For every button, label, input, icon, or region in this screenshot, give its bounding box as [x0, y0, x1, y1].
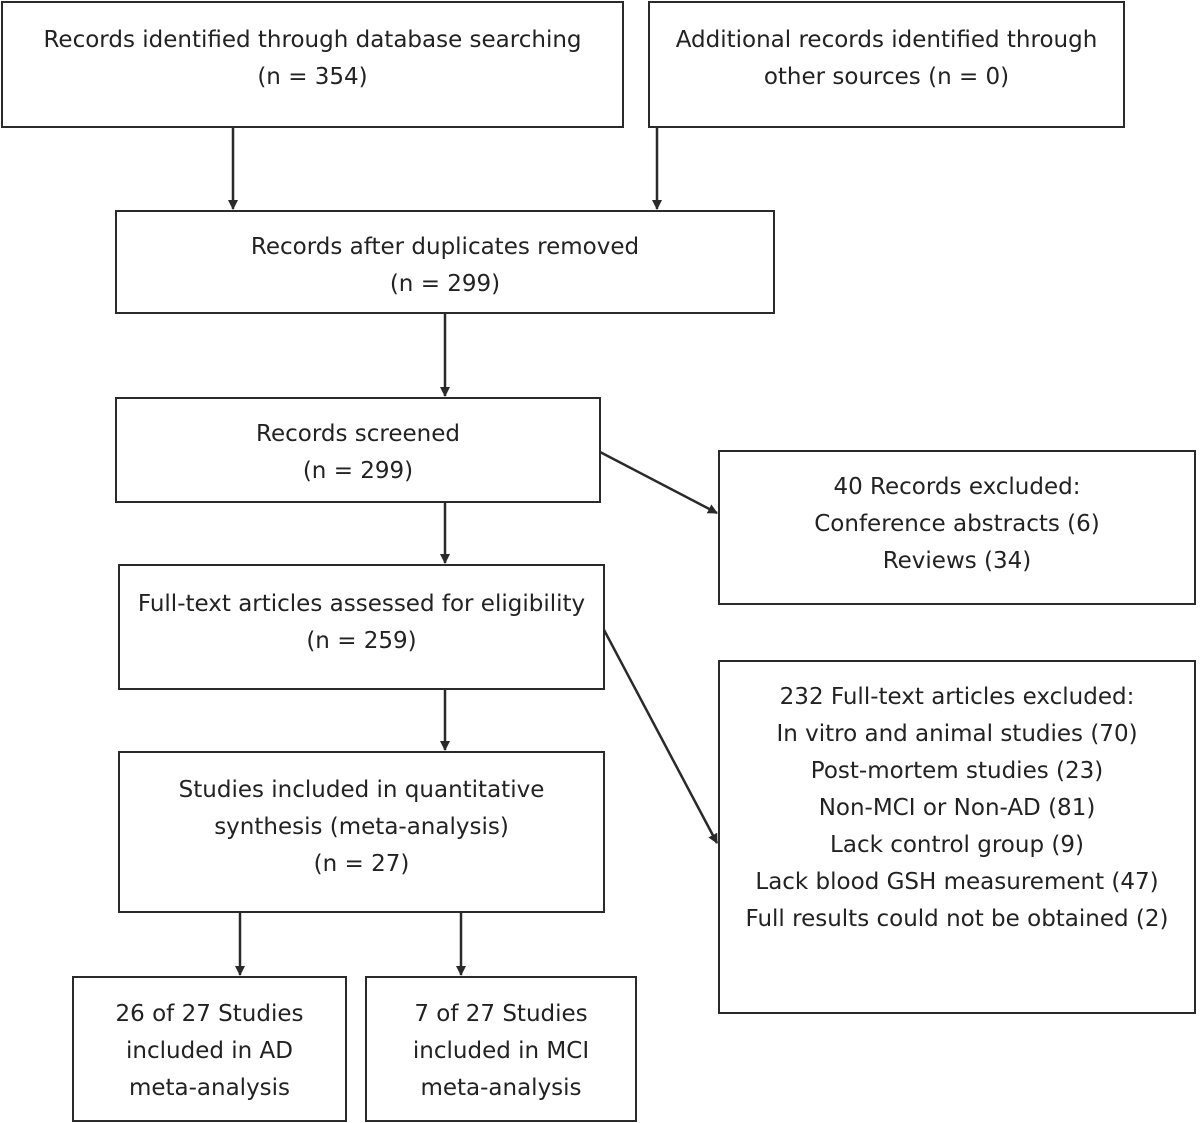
fulltext-excluded-reason: Post-mortem studies (23): [810, 758, 1104, 784]
quantitative-synthesis-count: (n = 27): [313, 851, 410, 877]
duplicates-removed-count: (n = 299): [389, 271, 501, 297]
fulltext-excluded-reason: Lack control group (9): [830, 832, 1084, 858]
records-screened-count: (n = 299): [302, 458, 414, 484]
additional-records-title: Additional records identified through: [675, 27, 1098, 53]
fulltext-assessed-title: Full-text articles assessed for eligibil…: [137, 591, 586, 617]
ad-meta-analysis-line: meta-analysis: [128, 1075, 291, 1101]
fulltext-excluded-reason: In vitro and animal studies (70): [776, 721, 1138, 747]
records-identified-title: Records identified through database sear…: [43, 27, 582, 53]
mci-meta-analysis-line: meta-analysis: [420, 1075, 582, 1101]
records-excluded-box: 40 Records excluded: Conference abstract…: [718, 450, 1196, 605]
records-screened-box: Records screened (n = 299): [115, 397, 601, 503]
fulltext-assessed-box: Full-text articles assessed for eligibil…: [118, 564, 605, 690]
ad-meta-analysis-line: included in AD: [126, 1038, 293, 1064]
quantitative-synthesis-subtitle: synthesis (meta-analysis): [214, 814, 509, 840]
quantitative-synthesis-title: Studies included in quantitative: [178, 777, 545, 803]
records-excluded-heading: 40 Records excluded:: [833, 474, 1081, 500]
ad-meta-analysis-line: 26 of 27 Studies: [115, 1001, 304, 1027]
fulltext-assessed-count: (n = 259): [306, 628, 417, 654]
fulltext-excluded-heading: 232 Full-text articles excluded:: [779, 684, 1135, 710]
arrow-fulltext-to-excluded-fulltext: [601, 627, 719, 844]
mci-meta-analysis-line: included in MCI: [412, 1038, 590, 1064]
fulltext-excluded-box: 232 Full-text articles excluded: In vitr…: [718, 660, 1196, 1014]
records-excluded-reason: Conference abstracts (6): [814, 511, 1100, 537]
additional-records-box: Additional records identified through ot…: [648, 1, 1125, 128]
quantitative-synthesis-box: Studies included in quantitative synthes…: [118, 751, 605, 913]
additional-records-count: other sources (n = 0): [763, 64, 1010, 90]
mci-meta-analysis-box: 7 of 27 Studies included in MCI meta-ana…: [365, 976, 637, 1122]
records-screened-title: Records screened: [256, 421, 460, 447]
fulltext-excluded-reason: Non-MCI or Non-AD (81): [818, 795, 1096, 821]
fulltext-excluded-reason: Lack blood GSH measurement (47): [755, 869, 1159, 895]
fulltext-excluded-reason: Full results could not be obtained (2): [745, 906, 1169, 932]
ad-meta-analysis-box: 26 of 27 Studies included in AD meta-ana…: [72, 976, 347, 1122]
records-excluded-reason: Reviews (34): [882, 548, 1032, 574]
duplicates-removed-box: Records after duplicates removed (n = 29…: [115, 210, 775, 314]
arrow-screened-to-excluded-records: [599, 450, 718, 515]
records-identified-count: (n = 354): [257, 64, 368, 90]
duplicates-removed-title: Records after duplicates removed: [250, 234, 640, 260]
records-identified-box: Records identified through database sear…: [1, 1, 624, 128]
mci-meta-analysis-line: 7 of 27 Studies: [414, 1001, 588, 1027]
